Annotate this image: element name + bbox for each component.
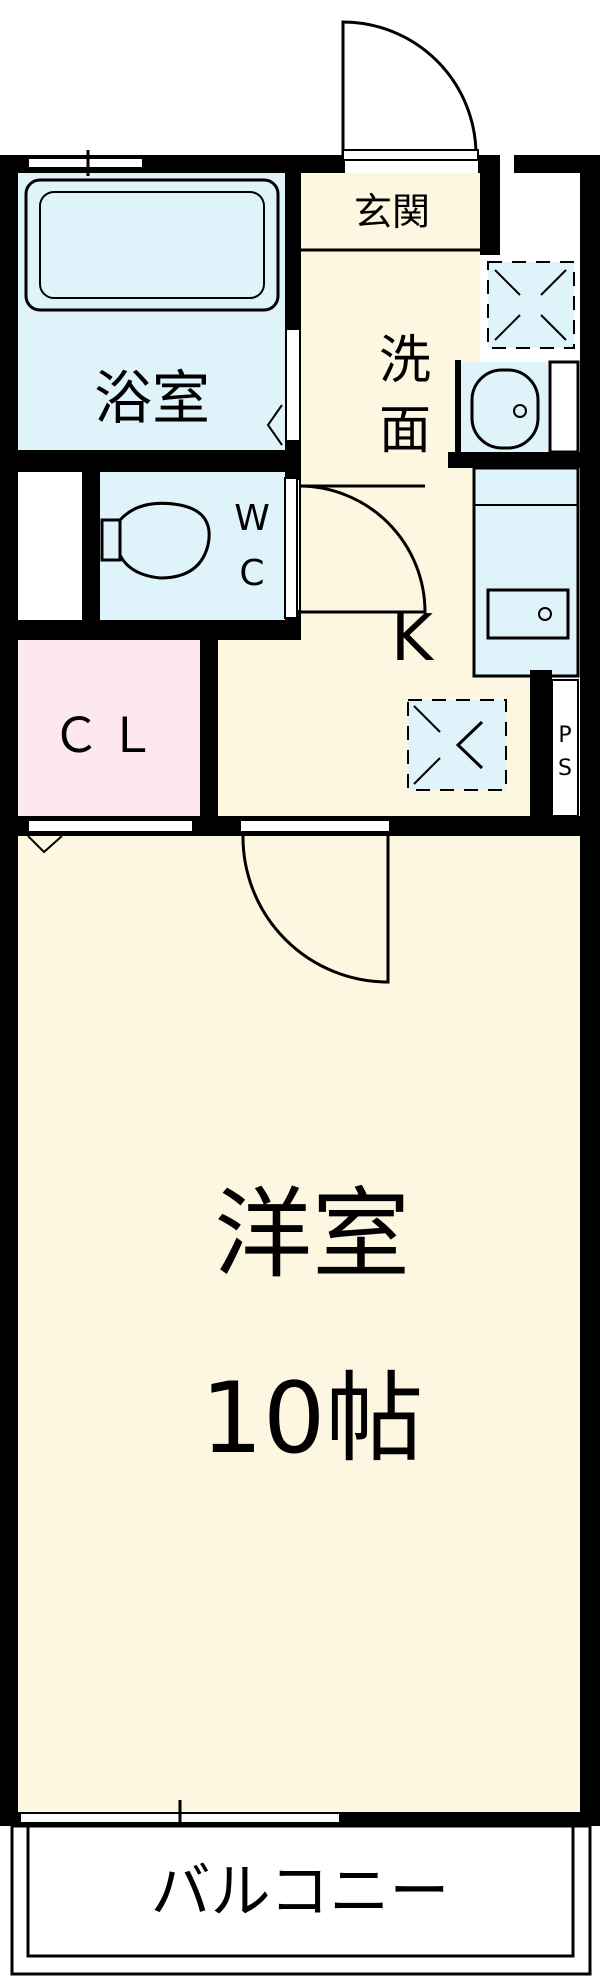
wall-wc-left: [82, 472, 100, 620]
entrance-door-swing: [341, 20, 478, 156]
toilet-tank: [100, 518, 122, 562]
kitchen-sink: [486, 588, 570, 640]
toilet-bowl: [118, 501, 211, 580]
kitchen-sink-drain: [538, 607, 552, 621]
pipe-space-box: [551, 679, 579, 817]
entrance-area: [300, 172, 480, 250]
kitchen-counter: [472, 466, 580, 678]
entrance-right-jamb: [500, 155, 514, 245]
storage-blank-area: [18, 472, 82, 620]
wc-label-bottom: C: [239, 553, 264, 594]
vent-lower-arrow: [455, 720, 484, 770]
bathroom-label: 浴室: [94, 364, 210, 432]
closet-door-mark: [27, 835, 63, 854]
sink-counter-area: [474, 468, 578, 678]
wc-door-frame: [284, 477, 298, 619]
window-bath: [27, 157, 144, 169]
entrance-label: 玄関: [354, 190, 430, 234]
closet-area: [18, 640, 200, 816]
western-room-label: 洋室: [214, 1178, 410, 1292]
vent-upper-diag4: [540, 314, 567, 341]
washbasin-drain: [513, 404, 527, 418]
western-room-area: [18, 836, 580, 1816]
washroom-label-top: 洗: [379, 331, 431, 391]
wall-closet-right: [200, 636, 218, 836]
wall-washbasin-left: [455, 360, 461, 455]
wall-pipe-space: [530, 670, 552, 820]
closet-label: ＣＬ: [52, 708, 164, 764]
bathtub: [24, 178, 280, 312]
door-bath-opening: [287, 330, 299, 440]
entrance-door-leaf: [342, 149, 479, 161]
living-door-rail: [239, 819, 391, 833]
balcony-label: バルコニー: [151, 1857, 450, 1927]
wall-bath-bottom: [18, 450, 301, 472]
wall-washbasin-bottom: [448, 452, 580, 468]
wc-label-top: W: [234, 498, 270, 539]
toilet-area: [100, 472, 285, 620]
wall-right: [580, 155, 600, 1823]
balcony-rail: [26, 1824, 575, 1958]
wall-wc-bottom: [18, 620, 301, 640]
wc-door-swing: [298, 484, 427, 614]
wall-left: [0, 155, 18, 1823]
ps-label-bottom: S: [558, 756, 572, 781]
vent-lower-diag1: [413, 705, 441, 733]
ps-label-top: P: [558, 723, 571, 748]
entrance-right-wall: [480, 155, 500, 255]
wash-cabinet: [548, 360, 580, 454]
closet-door-rail: [27, 819, 194, 833]
bath-door-mark: [266, 404, 283, 446]
vent-upper-diag3: [494, 314, 521, 341]
washbasin: [470, 368, 540, 450]
vent-upper-diag2: [540, 269, 567, 296]
kitchen-label: K: [391, 602, 435, 676]
vent-lower-diag2: [413, 757, 441, 785]
western-room-size: 10帖: [201, 1362, 424, 1476]
vent-upper-diag1: [494, 269, 521, 296]
living-door-swing: [241, 835, 390, 984]
bathtub-inner: [39, 191, 265, 299]
washroom-label-bottom: 面: [379, 401, 431, 461]
